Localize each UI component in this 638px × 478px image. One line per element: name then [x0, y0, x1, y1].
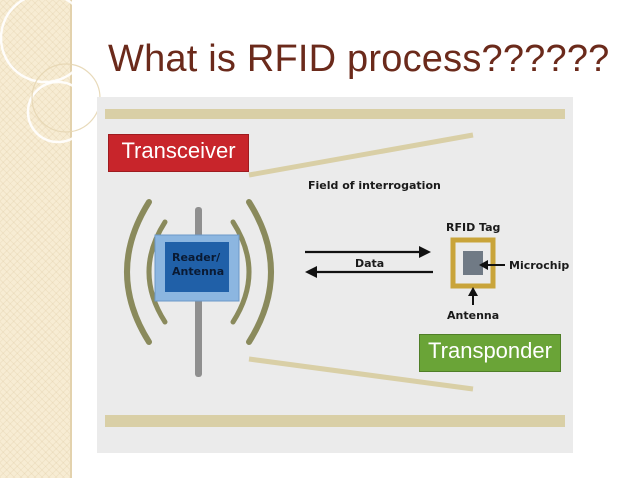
data-label: Data	[355, 257, 384, 270]
field-boundary-top	[248, 132, 474, 178]
side-divider-line	[70, 0, 72, 478]
transponder-callout: Transponder	[419, 334, 561, 372]
data-arrow-right-icon	[305, 246, 431, 258]
field-boundary-bottom	[248, 356, 474, 392]
transceiver-callout: Transceiver	[108, 134, 249, 172]
bottom-band	[105, 415, 565, 427]
antenna-pointer-arrow-icon	[468, 287, 478, 305]
reader-label-line1: Reader/	[172, 251, 221, 264]
right-wave-icon	[230, 199, 274, 345]
rfid-tag-antenna-frame	[450, 237, 496, 289]
top-band	[105, 109, 565, 119]
microchip-icon	[463, 251, 483, 275]
rfid-diagram-canvas: Reader/ Antenna Field of interrogation D…	[105, 109, 569, 427]
data-arrow-left-icon	[305, 266, 433, 278]
field-label: Field of interrogation	[308, 179, 441, 192]
reader-screen	[165, 242, 229, 292]
left-wave-icon	[124, 199, 168, 345]
transponder-callout-text: Transponder	[428, 338, 552, 363]
slide-title: What is RFID process??????	[108, 38, 610, 80]
microchip-pointer-arrow-icon	[479, 260, 505, 270]
rfid-tag-label: RFID Tag	[446, 221, 500, 234]
microchip-label: Microchip	[509, 259, 569, 272]
decorative-rings	[0, 0, 101, 144]
transceiver-callout-text: Transceiver	[121, 138, 236, 163]
reader-label-line2: Antenna	[172, 265, 224, 278]
antenna-label: Antenna	[447, 309, 499, 322]
